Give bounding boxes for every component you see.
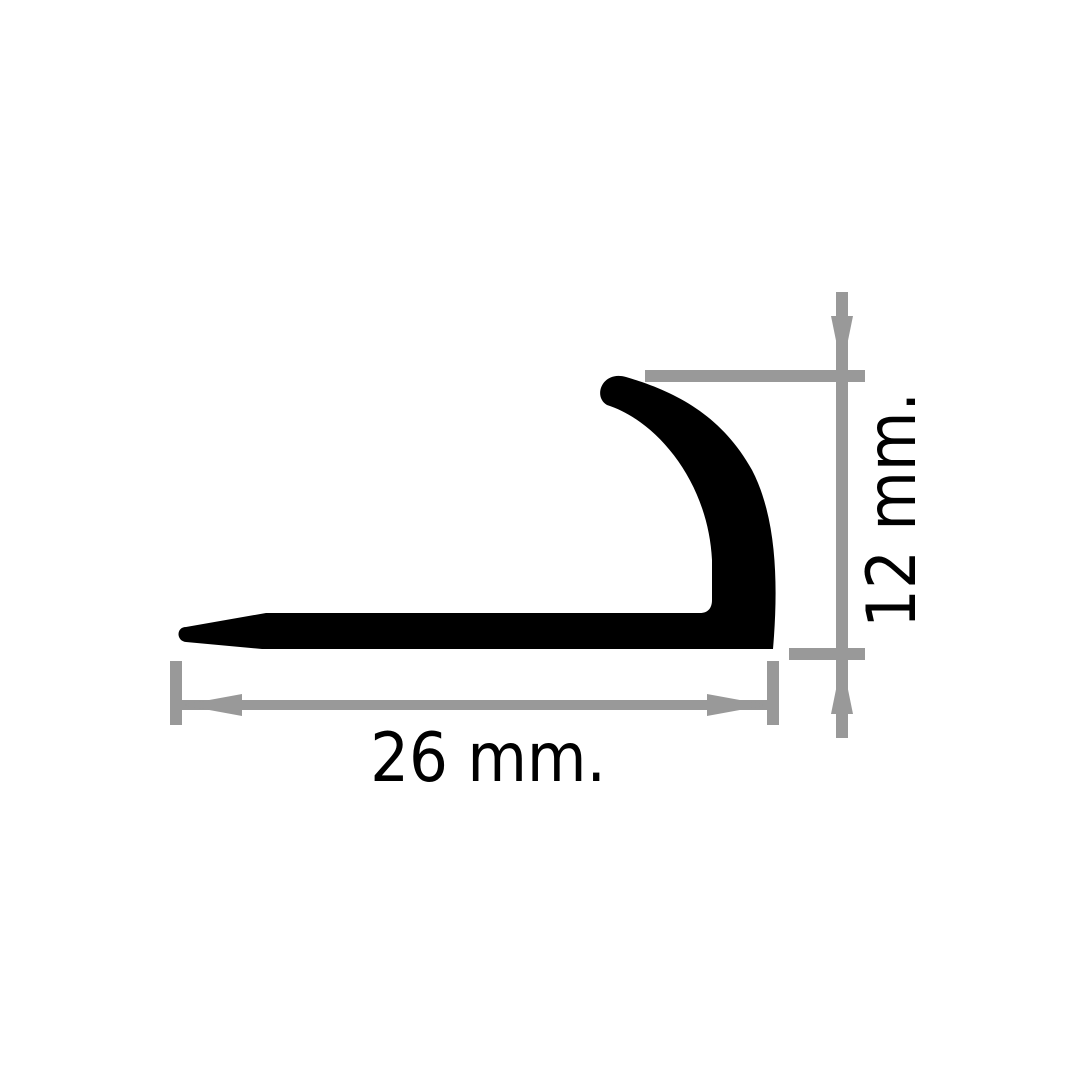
width-arrow-left (182, 694, 242, 716)
height-label: 12 mm. (853, 392, 932, 628)
width-arrow-right (707, 694, 767, 716)
width-dimension (170, 661, 779, 725)
height-extension-line-bottom (789, 648, 865, 660)
height-dimension-line (836, 292, 848, 738)
width-extension-line-left (170, 661, 182, 725)
trim-profile-shape (178, 375, 776, 649)
height-arrow-top (831, 316, 853, 370)
height-dimension (645, 292, 865, 738)
width-label: 26 mm. (370, 719, 606, 798)
width-extension-line-right (767, 661, 779, 725)
height-extension-line-top (645, 370, 865, 382)
height-arrow-bottom (831, 660, 853, 714)
width-dimension-line (182, 700, 767, 710)
